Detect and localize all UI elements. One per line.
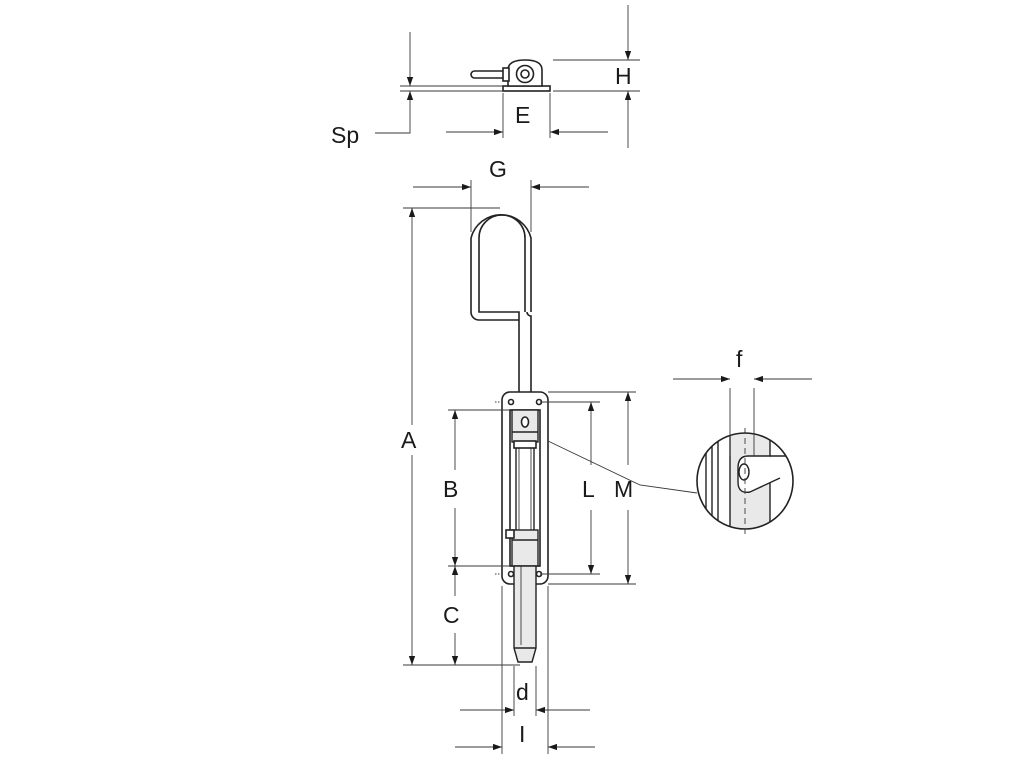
- top-view: H Sp E: [331, 5, 640, 148]
- dim-label-M: M: [614, 476, 633, 502]
- dim-label-I: I: [519, 721, 525, 747]
- dim-label-B: B: [443, 476, 458, 502]
- dim-label-E: E: [515, 102, 530, 128]
- dim-label-C: C: [443, 602, 460, 628]
- bolt-bottom-collar: [511, 529, 539, 567]
- dim-label-A: A: [401, 427, 417, 453]
- dim-label-L: L: [582, 476, 595, 502]
- dim-label-Sp: Sp: [331, 122, 359, 148]
- top-view-handle-collar: [502, 67, 510, 82]
- top-view-pin-circle-inner: [520, 69, 530, 79]
- dim-label-H: H: [615, 63, 632, 89]
- front-view: G A B C L M d: [401, 156, 636, 754]
- dim-label-f: f: [736, 346, 743, 372]
- dim-label-d: d: [516, 679, 529, 705]
- detail-view: f: [547, 346, 812, 534]
- dim-label-G: G: [489, 156, 507, 182]
- bolt-handle-loop: [478, 214, 526, 396]
